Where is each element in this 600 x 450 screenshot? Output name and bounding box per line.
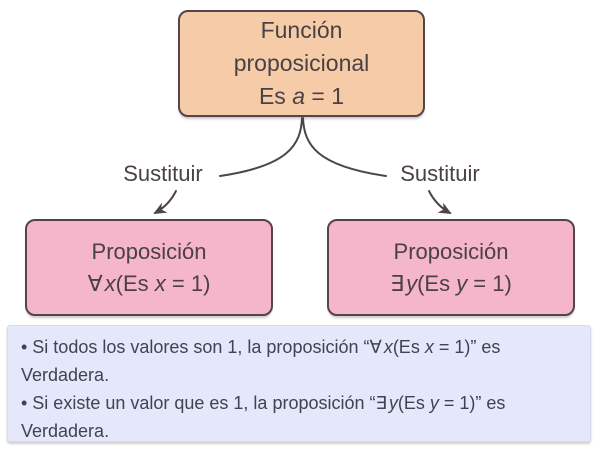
left-node-formula: ∀x(Es x = 1) (87, 270, 211, 296)
forall-symbol: ∀ (87, 270, 103, 296)
note-item-universal: • Si todos los valores son 1, la proposi… (21, 337, 501, 385)
exists-symbol: ∃ (390, 270, 405, 296)
edge-label-sustituir-left: Sustituir (123, 161, 203, 186)
note-item-existencial: • Si existe un valor que es 1, la propos… (21, 393, 506, 441)
variable-y: y (456, 270, 468, 296)
variable-x: x (154, 270, 166, 296)
fork-edge-right (302, 117, 387, 177)
top-node-line2: proposicional (233, 50, 370, 76)
fork-edge-left (219, 117, 303, 177)
node-proposicion-existencial: Proposición ∃y(Es y = 1) (327, 219, 575, 316)
arrow-to-left-node (153, 190, 177, 214)
arrow-to-right-node (428, 190, 452, 214)
top-node-line1: Función (260, 17, 343, 43)
right-node-title: Proposición (393, 238, 509, 264)
forall-symbol: ∀ (369, 337, 382, 357)
variable-y: y (406, 270, 418, 296)
node-proposicion-universal: Proposición ∀x(Es x = 1) (25, 219, 273, 316)
exists-symbol: ∃ (375, 393, 387, 413)
notes-panel: • Si todos los valores son 1, la proposi… (7, 325, 591, 442)
variable-a: a (292, 83, 305, 109)
note-item-universal-line2: Verdadera. (21, 365, 110, 385)
note-item-existencial-line2: Verdadera. (21, 421, 110, 441)
left-node-title: Proposición (91, 238, 207, 264)
edge-label-sustituir-right: Sustituir (400, 161, 480, 186)
right-node-formula: ∃y(Es y = 1) (390, 270, 512, 296)
node-funcion-proposicional: Función proposicional Es a = 1 (178, 10, 425, 117)
variable-x: x (104, 270, 116, 296)
top-node-line3: Es a = 1 (258, 83, 345, 109)
